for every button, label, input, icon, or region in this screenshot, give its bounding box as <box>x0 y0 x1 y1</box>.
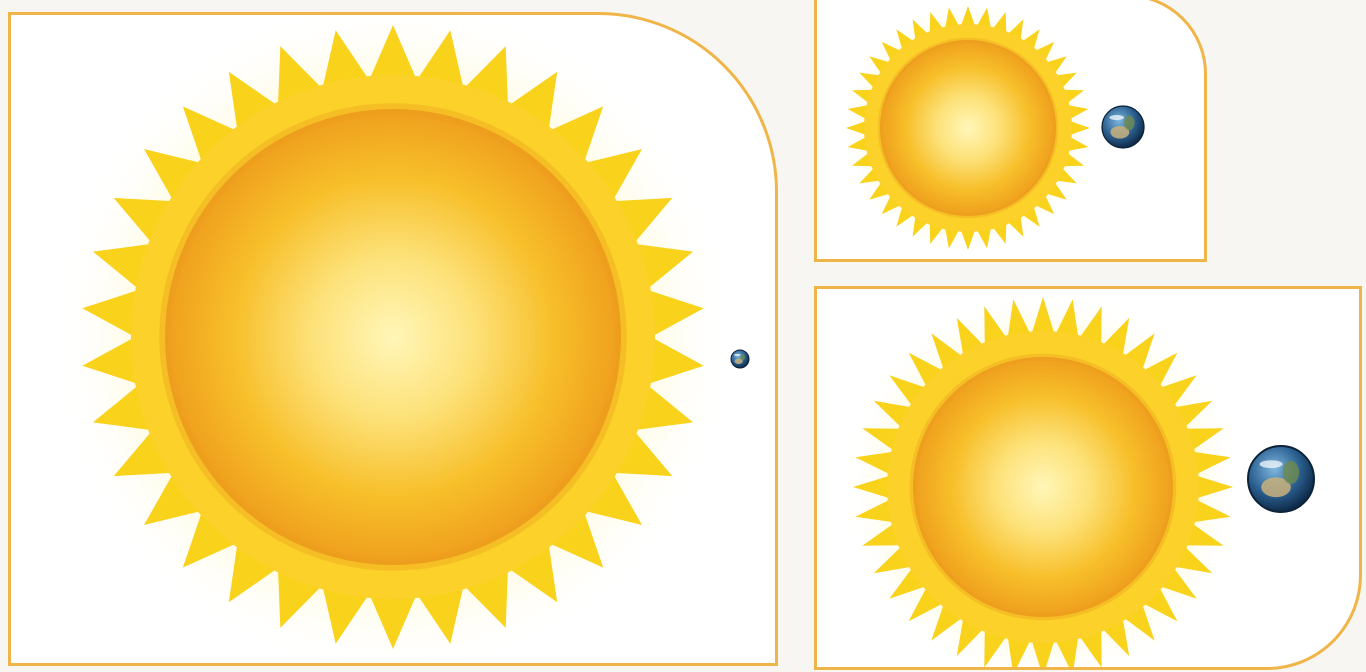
sun-earth-illustration <box>817 289 1359 667</box>
sun-large-panel <box>8 12 778 666</box>
sun-icon <box>843 289 1243 667</box>
earth-icon <box>731 350 749 368</box>
sun-medium-panel <box>814 286 1362 670</box>
sun-small-panel <box>814 0 1207 262</box>
sun-earth-illustration <box>11 15 775 663</box>
earth-icon <box>1248 446 1314 512</box>
sun-earth-illustration <box>817 0 1204 259</box>
sun-icon <box>840 0 1096 256</box>
earth-icon <box>1102 106 1144 148</box>
sun-icon <box>53 15 733 663</box>
